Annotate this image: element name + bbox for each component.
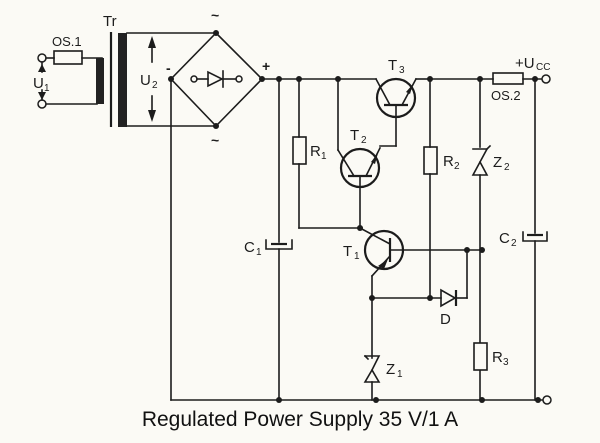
u2-indicator: U 2 xyxy=(140,36,158,122)
fuse-os2-body xyxy=(492,72,524,85)
bridge-symbol-left xyxy=(190,75,198,83)
output-terminal-positive xyxy=(541,74,551,84)
resistor-r2: R 2 xyxy=(423,76,460,299)
ucc-sub: CC xyxy=(536,62,550,73)
transistor-t3: T 3 xyxy=(374,57,431,147)
zener-z1: Z 1 xyxy=(363,297,403,401)
bridge-diode-icon xyxy=(207,70,224,88)
u1-arrowhead-down xyxy=(38,92,46,100)
d-label: D xyxy=(440,311,451,328)
bridge-ac-top: ~ xyxy=(211,7,219,23)
ucc-label: +U xyxy=(515,55,535,72)
r2-sub: 2 xyxy=(454,161,460,172)
t1-label: T xyxy=(343,243,352,260)
z2-label: Z xyxy=(493,154,502,171)
bridge-rectifier: ~ ~ - + xyxy=(166,7,270,148)
fuse-os1-body xyxy=(53,50,83,65)
resistor-r3: R 3 xyxy=(473,342,509,371)
t2-sub: 2 xyxy=(361,135,367,146)
c2-sub: 2 xyxy=(511,238,517,249)
t3-label: T xyxy=(388,57,397,74)
fuse-os1: OS.1 xyxy=(45,34,103,65)
transformer-label: Tr xyxy=(103,13,117,30)
bridge-diamond xyxy=(169,31,264,128)
input-terminal-top xyxy=(37,53,47,63)
u2-sub: 2 xyxy=(152,80,158,91)
bridge-plus: + xyxy=(262,58,270,74)
r3-label: R xyxy=(492,349,503,366)
resistor-r1: R 1 xyxy=(292,78,363,229)
transistor-t2: T 2 xyxy=(336,78,382,231)
diode-d-icon xyxy=(440,288,457,308)
c1-label: C xyxy=(244,239,255,256)
output-terminal-negative xyxy=(542,395,552,405)
z1-sub: 1 xyxy=(397,369,403,380)
c2-label: C xyxy=(499,230,510,247)
t2-label: T xyxy=(350,127,359,144)
r2-label: R xyxy=(443,153,454,170)
z1-label: Z xyxy=(386,361,395,378)
input-terminal-bottom xyxy=(37,99,47,109)
u2-label: U xyxy=(140,72,151,89)
fuse-os2-label: OS.2 xyxy=(491,88,521,103)
u1-sub: 1 xyxy=(44,83,50,94)
diode-d: D xyxy=(440,249,468,328)
bridge-minus: - xyxy=(166,60,171,76)
capacitor-c1: C 1 xyxy=(244,78,293,401)
bridge-symbol-right xyxy=(235,75,243,83)
capacitor-c2: C 2 xyxy=(499,78,548,401)
r1-label: R xyxy=(310,143,321,160)
z2-sub: 2 xyxy=(504,162,510,173)
t3-sub: 3 xyxy=(399,65,405,76)
t1-sub: 1 xyxy=(354,251,360,262)
transistor-t1: T 1 xyxy=(343,226,485,299)
u1-label: U xyxy=(33,75,44,92)
transformer: Tr xyxy=(96,13,127,127)
r3-sub: 3 xyxy=(503,357,509,368)
secondary-winding xyxy=(118,33,127,127)
fuse-os1-label: OS.1 xyxy=(52,34,82,49)
u1-arrowhead-up xyxy=(38,64,46,72)
input-terminals: U 1 xyxy=(33,53,50,109)
primary-winding xyxy=(96,58,104,104)
r1-sub: 1 xyxy=(321,151,327,162)
diagram-caption: Regulated Power Supply 35 V/1 A xyxy=(141,408,459,431)
bridge-ac-bottom: ~ xyxy=(211,132,219,148)
c1-sub: 1 xyxy=(256,247,262,258)
